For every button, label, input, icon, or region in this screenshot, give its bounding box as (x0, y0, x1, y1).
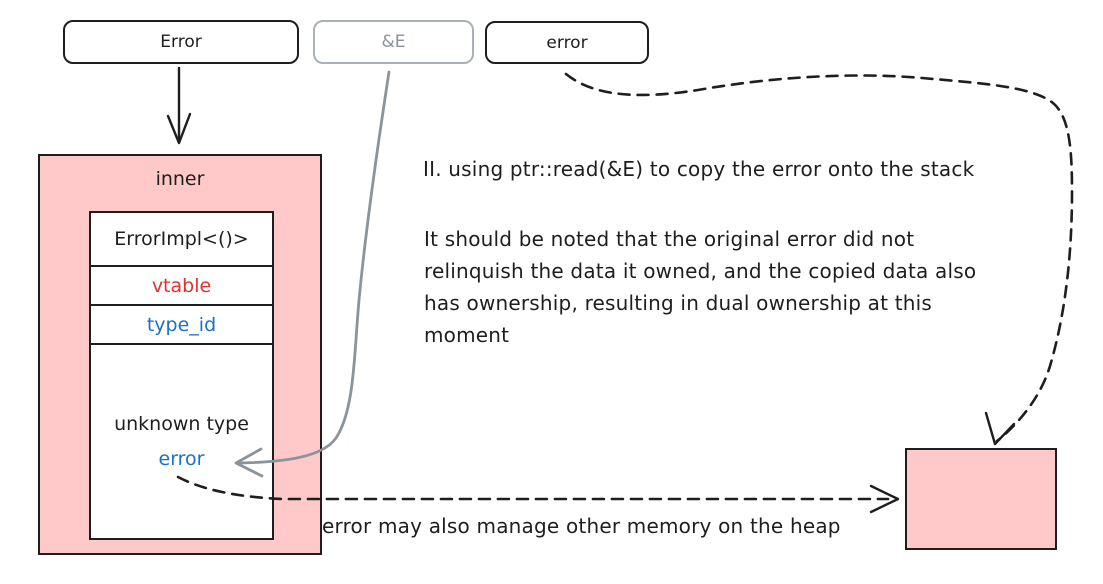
payload-error-label: error (158, 448, 205, 470)
error-owner-label: Error (160, 32, 202, 52)
note-line: It should be noted that the original err… (424, 227, 915, 251)
struct-row-payload: unknown type error (91, 345, 272, 538)
inner-container-label: inner (155, 168, 205, 190)
errorimpl-label: ErrorImpl<()> (114, 228, 249, 250)
note-line: moment (424, 323, 510, 347)
error-struct-box: ErrorImpl<()> vtable type_id unknown typ… (89, 211, 274, 540)
vtable-label: vtable (151, 274, 212, 297)
error-owner-box: Error (63, 20, 299, 64)
note-line: relinquish the data it owned, and the co… (424, 259, 977, 283)
note-text: It should be noted that the original err… (424, 223, 976, 351)
ref-e-label: &E (381, 32, 406, 52)
struct-row-vtable: vtable (91, 267, 272, 306)
heap-memory-box (905, 448, 1057, 550)
struct-row-errorimpl: ErrorImpl<()> (91, 213, 272, 267)
type-id-label: type_id (146, 313, 217, 336)
struct-row-type-id: type_id (91, 306, 272, 345)
error-copy-label: error (546, 32, 588, 53)
unknown-type-label: unknown type (114, 413, 249, 435)
arrow-error-to-inner-icon (166, 66, 192, 145)
ref-e-box: &E (313, 20, 474, 64)
heap-caption-text: error may also manage other memory on th… (322, 514, 841, 538)
error-copy-box: error (485, 21, 649, 64)
step-title-text: II. using ptr::read(&E) to copy the erro… (423, 157, 975, 181)
note-line: has ownership, resulting in dual ownersh… (424, 291, 933, 315)
